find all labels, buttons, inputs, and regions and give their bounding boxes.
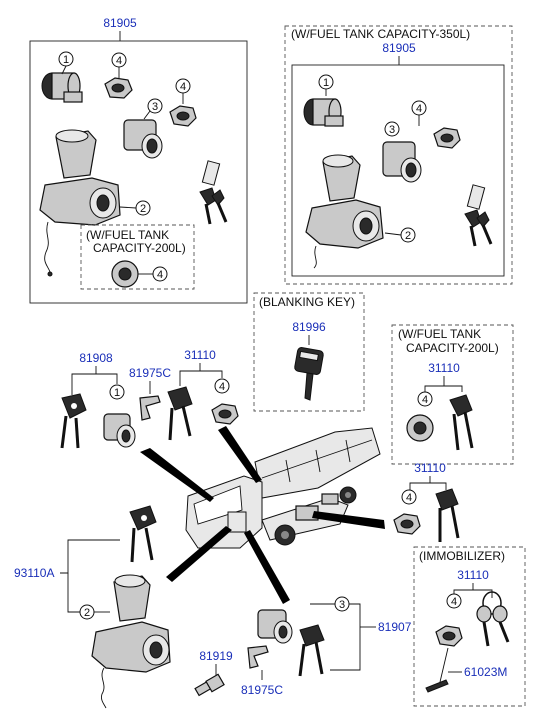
part-number-61023m[interactable]: 61023M [464,665,507,679]
fuel-cap-part-right[interactable] [406,414,434,442]
key-set-93110a[interactable] [129,505,157,563]
door-cylinder-part-m[interactable] [103,413,136,448]
callout-4-immo-label: 4 [451,596,457,608]
bolt-part[interactable] [194,673,225,697]
fuel-tank-200l-label-right-2: CAPACITY-200L) [406,341,499,355]
callout-4-mid-label: 4 [406,492,412,504]
callout-1-m [109,384,125,400]
fuel-tank-200l-label-left-2: CAPACITY-200L) [93,241,186,255]
ignition-cylinder-part[interactable] [41,72,83,103]
part-number-31110-mid[interactable]: 31110 [414,461,446,475]
part-number-31110-200l[interactable]: 31110 [428,361,460,375]
clip-part-top[interactable] [139,395,161,421]
kit-box-81905-left [29,40,248,304]
key-set-31110-top[interactable] [167,386,193,441]
part-number-81908[interactable]: 81908 [79,351,113,365]
door-cylinder-part-b[interactable] [257,609,293,644]
group-81905-left: 81905 1 4 4 3 [29,16,248,304]
callout-3-r [384,121,400,137]
ignition-switch-body-b[interactable] [91,574,171,709]
clip-part-bottom[interactable] [247,645,269,669]
key-set-31110-mid[interactable] [435,488,460,542]
key-set[interactable] [199,160,228,225]
callout-3 [147,98,163,114]
ignition-cylinder-part-right[interactable] [303,98,344,127]
pointer-wedges [140,426,385,604]
part-number-81907[interactable]: 81907 [378,620,412,634]
callout-4c [152,266,168,282]
key-set-right[interactable] [464,184,493,247]
key-set-81908[interactable] [60,393,87,449]
callout-4-r-label: 4 [416,103,422,115]
part-number-93110a[interactable]: 93110A [14,566,54,580]
immobilizer-label: (IMMOBILIZER) [419,549,505,563]
callout-4-mid [401,489,417,505]
part-number-81919[interactable]: 81919 [199,649,233,663]
fuel-tank-200l-box-left [80,224,195,290]
group-blanking-key: (BLANKING KEY) 81996 [253,292,365,412]
fuel-tank-200l-label-left-1: (W/FUEL TANK [86,228,169,242]
callout-1-label: 1 [63,54,69,66]
part-number-31110-top[interactable]: 31110 [184,348,216,362]
group-immobilizer: (IMMOBILIZER) 31110 4 61023M [413,546,526,707]
callout-4c-label: 4 [157,269,163,281]
callout-4-200l-label: 4 [422,394,428,406]
blanking-key-label: (BLANKING KEY) [259,295,355,309]
group-31110-mid: 31110 4 [393,461,460,542]
callout-2-b-label: 2 [84,607,90,619]
callout-4-immo [446,593,462,609]
fuel-tank-350l-label: (W/FUEL TANK CAPACITY-350L) [291,27,470,41]
kit-box-81905-right [291,64,505,277]
group-fuel-200l-right: (W/FUEL TANK CAPACITY-200L) 31110 4 [391,324,514,465]
part-number-81975c-top[interactable]: 81975C [129,366,171,380]
callout-4-label: 4 [116,55,122,67]
ignition-switch-body[interactable] [39,129,121,277]
part-number-81905-left[interactable]: 81905 [103,16,137,30]
callout-4b-label: 4 [180,81,186,93]
fuel-cap-part-left[interactable] [111,260,139,288]
part-number-81975c-bottom[interactable]: 81975C [241,683,283,697]
group-81907: 81975C 3 81907 [241,596,412,697]
transponder-antenna-part[interactable] [425,647,449,693]
callout-3-b-label: 3 [339,599,345,611]
part-number-81905-right[interactable]: 81905 [382,41,416,55]
callout-2-r-label: 2 [405,230,411,242]
callout-4-m-label: 4 [219,381,225,393]
key-set-81907[interactable] [298,624,325,677]
blanking-key-part[interactable] [294,347,324,401]
callout-2-label: 2 [140,203,146,215]
fuel-tank-350l-box [284,25,513,285]
part-number-31110-immo[interactable]: 31110 [457,568,489,582]
key-set-200l[interactable] [449,394,474,451]
fuel-tank-200l-box-right [391,324,514,465]
blanking-key-box [253,292,365,412]
group-81908: 81908 1 81975C 31110 4 [60,348,239,449]
door-cylinder-part[interactable] [123,119,163,159]
immobilizer-box [413,546,526,707]
immobilizer-key-set[interactable] [476,591,510,647]
ignition-switch-body-right[interactable] [305,154,384,269]
fuel-tank-200l-label-right-1: (W/FUEL TANK [398,327,481,341]
callout-4-200l [417,391,433,407]
truck-illustration [185,427,381,549]
callout-1-m-label: 1 [114,387,120,399]
group-93110a: 93110A 2 81919 [14,505,233,709]
door-cylinder-part-right[interactable] [382,141,422,183]
callout-3-r-label: 3 [389,124,395,136]
callout-1-r-label: 1 [323,77,329,89]
callout-4-m [214,378,230,394]
group-81905-350l: (W/FUEL TANK CAPACITY-350L) 81905 1 4 3 [284,25,513,285]
callout-3-label: 3 [152,101,158,113]
part-number-81996[interactable]: 81996 [292,320,326,334]
